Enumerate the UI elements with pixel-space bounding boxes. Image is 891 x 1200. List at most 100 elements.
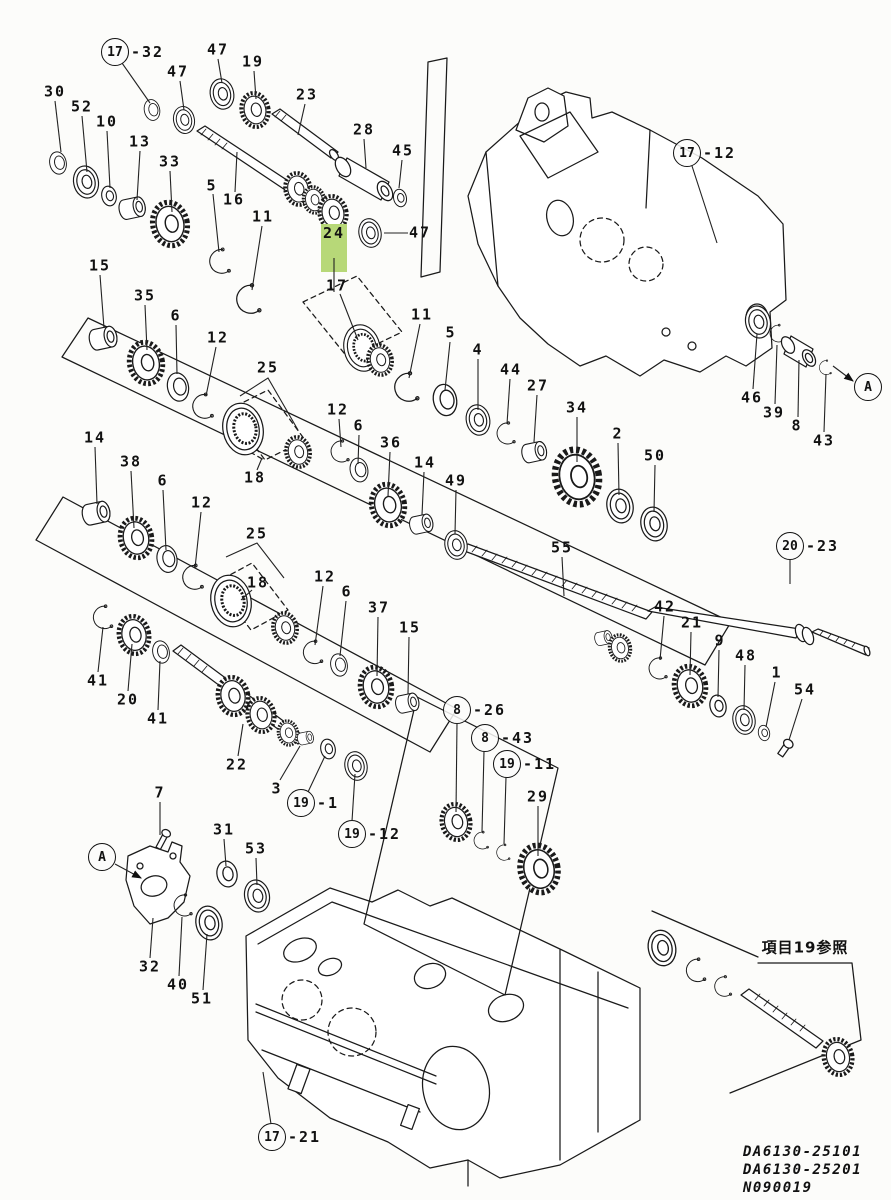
ref-label-19-11: 19-11 — [493, 750, 556, 778]
part-label-22: 22 — [225, 755, 249, 774]
part-label-46: 46 — [740, 388, 764, 407]
part-label-3: 3 — [271, 779, 283, 798]
circled-number: 8 — [471, 724, 499, 752]
circled-number: 17 — [673, 139, 701, 167]
part-label-29: 29 — [526, 787, 550, 806]
ref-label-17-21: 17-21 — [258, 1123, 321, 1151]
circled-number: 19 — [338, 820, 366, 848]
ref-suffix: -12 — [368, 824, 402, 843]
part-label-31: 31 — [212, 820, 236, 839]
part-label-38: 38 — [119, 452, 143, 471]
part-label-5: 5 — [206, 176, 218, 195]
ref-suffix: -26 — [473, 700, 507, 719]
part-label-12: 12 — [206, 328, 230, 347]
part-label-19: 19 — [241, 52, 265, 71]
part-label-14: 14 — [413, 453, 437, 472]
part-label-13: 13 — [128, 132, 152, 151]
part-label-8: 8 — [791, 416, 803, 435]
ref-suffix: -11 — [523, 754, 557, 773]
ref-suffix: -32 — [131, 42, 165, 61]
part-label-12: 12 — [190, 493, 214, 512]
part-label-27: 27 — [526, 376, 550, 395]
circled-number: 20 — [776, 532, 804, 560]
part-label-1: 1 — [771, 663, 783, 682]
part-label-51: 51 — [190, 989, 214, 1008]
part-label-16: 16 — [222, 190, 246, 209]
ref-suffix: -21 — [288, 1127, 322, 1146]
ref-label-8-26: 8-26 — [443, 696, 506, 724]
document-number: N090019 — [743, 1180, 813, 1196]
part-label-28: 28 — [352, 120, 376, 139]
part-label-34: 34 — [565, 398, 589, 417]
part-label-52: 52 — [70, 97, 94, 116]
part-label-6: 6 — [157, 471, 169, 490]
part-label-21: 21 — [680, 613, 704, 632]
part-label-9: 9 — [714, 631, 726, 650]
circled-number: A — [88, 843, 116, 871]
part-label-40: 40 — [166, 975, 190, 994]
part-label-45: 45 — [391, 141, 415, 160]
part-label-25: 25 — [256, 358, 280, 377]
part-label-35: 35 — [133, 286, 157, 305]
ref-label-17-12: 17-12 — [673, 139, 736, 167]
part-label-41: 41 — [146, 709, 170, 728]
part-label-48: 48 — [734, 646, 758, 665]
ref-label-19-1: 19-1 — [287, 789, 339, 817]
circled-number: 19 — [287, 789, 315, 817]
reference-note: 項目19参照 — [761, 938, 849, 957]
part-label-7: 7 — [154, 783, 166, 802]
circled-number: 19 — [493, 750, 521, 778]
ref-label-17-32: 17-32 — [101, 38, 164, 66]
ref-label-8-43: 8-43 — [471, 724, 534, 752]
part-label-18: 18 — [246, 573, 270, 592]
ref-suffix: -43 — [501, 728, 535, 747]
part-label-2: 2 — [612, 424, 624, 443]
part-label-11: 11 — [410, 305, 434, 324]
ref-suffix: -1 — [317, 793, 340, 812]
ref-label-20-23: 20-23 — [776, 532, 839, 560]
part-label-18: 18 — [243, 468, 267, 487]
ref-suffix: -23 — [806, 536, 840, 555]
part-label-15: 15 — [398, 618, 422, 637]
part-label-41: 41 — [86, 671, 110, 690]
part-label-23: 23 — [295, 85, 319, 104]
part-label-11: 11 — [251, 207, 275, 226]
part-label-39: 39 — [762, 403, 786, 422]
part-label-53: 53 — [244, 839, 268, 858]
part-label-32: 32 — [138, 957, 162, 976]
part-label-12: 12 — [313, 567, 337, 586]
part-label-43: 43 — [812, 431, 836, 450]
circled-number: 8 — [443, 696, 471, 724]
part-label-47: 47 — [166, 62, 190, 81]
part-label-6: 6 — [170, 306, 182, 325]
part-label-10: 10 — [95, 112, 119, 131]
part-label-20: 20 — [116, 690, 140, 709]
part-label-36: 36 — [379, 433, 403, 452]
part-label-6: 6 — [341, 582, 353, 601]
part-label-5: 5 — [445, 323, 457, 342]
part-label-25: 25 — [245, 524, 269, 543]
part-label-14: 14 — [83, 428, 107, 447]
part-label-12: 12 — [326, 400, 350, 419]
part-label-47: 47 — [408, 223, 432, 242]
part-label-47: 47 — [206, 40, 230, 59]
ref-label-19-12: 19-12 — [338, 820, 401, 848]
part-label-4: 4 — [472, 340, 484, 359]
ref-suffix: -12 — [703, 143, 737, 162]
circled-number: A — [854, 373, 882, 401]
part-label-15: 15 — [88, 256, 112, 275]
part-label-6: 6 — [353, 416, 365, 435]
part-label-54: 54 — [793, 680, 817, 699]
circled-number: 17 — [101, 38, 129, 66]
part-label-17: 17 — [325, 276, 349, 295]
part-label-37: 37 — [367, 598, 391, 617]
part-label-44: 44 — [499, 360, 523, 379]
document-number: DA6130-25101 — [743, 1144, 863, 1160]
part-label-50: 50 — [643, 446, 667, 465]
part-label-49: 49 — [444, 471, 468, 490]
part-label-33: 33 — [158, 152, 182, 171]
circled-number: 17 — [258, 1123, 286, 1151]
document-number: DA6130-25201 — [743, 1162, 863, 1178]
